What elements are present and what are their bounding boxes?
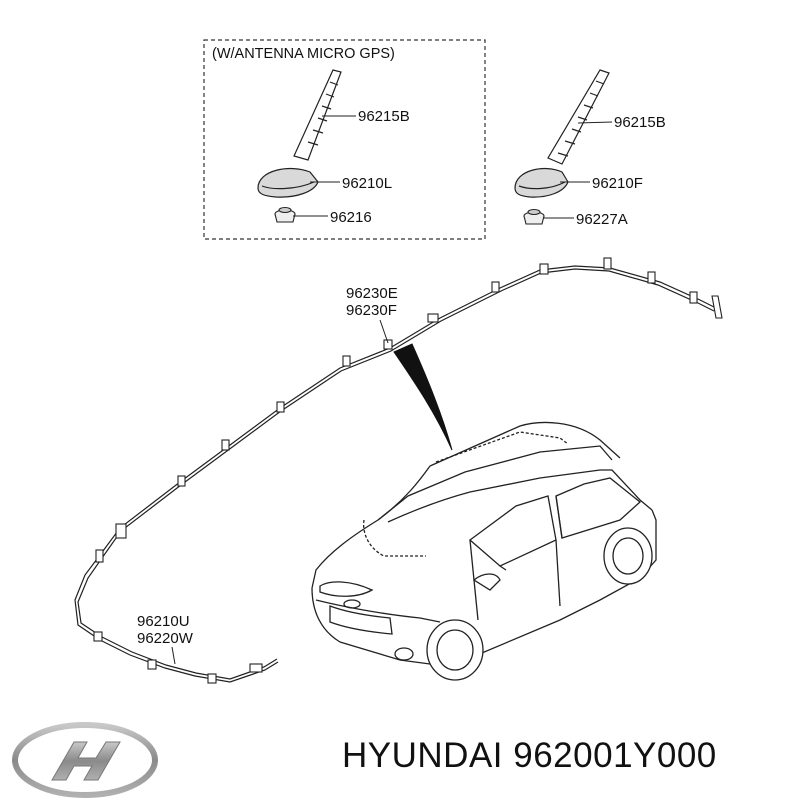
hyundai-logo-icon [12,722,158,798]
label-cable-front-2: 96220W [137,630,194,647]
right-antenna-pole [547,69,610,165]
left-antenna-pad [274,206,296,223]
leader-lines [293,115,613,219]
right-antenna-pad [523,208,545,225]
option-box [203,39,486,240]
roof-harness-cable [74,265,717,683]
right-antenna-base [514,167,569,198]
label-cable-main-1: 96230E [346,285,398,302]
harness-clips [93,257,698,684]
pointer-arrow [393,343,453,451]
car-illustration [311,421,657,681]
label-right-base: 96210F [592,175,643,192]
label-left-base: 96210L [342,175,392,192]
label-right-pole: 96215B [614,114,666,131]
option-box-title: (W/ANTENNA MICRO GPS) [212,46,395,62]
left-antenna-pole [293,69,342,161]
label-cable-main-2: 96230F [346,302,397,319]
harness-connector-right [711,295,723,319]
brand-part-number: HYUNDAI 962001Y000 [342,736,717,775]
label-cable-front-1: 96210U [137,613,190,630]
left-antenna-base [257,167,319,198]
leader-cable-main [379,319,389,344]
label-left-pad: 96216 [330,209,372,226]
label-left-pole: 96215B [358,108,410,125]
label-right-pad: 96227A [576,211,628,228]
leader-cable-front [171,646,176,665]
